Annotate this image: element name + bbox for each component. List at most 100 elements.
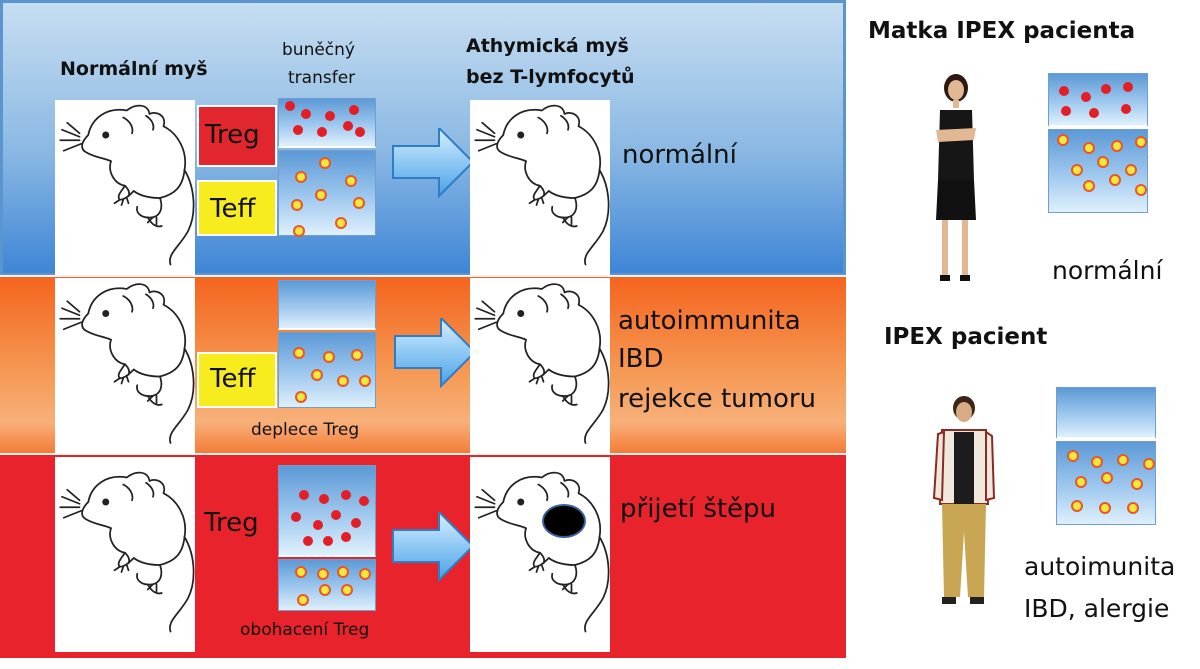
mouse-icon <box>59 283 195 444</box>
patient-result: autoimunita <box>1024 552 1176 581</box>
teff-cell-dot <box>1057 134 1069 146</box>
teff-cell-dot <box>1099 502 1111 514</box>
mother-treg-tube <box>1048 73 1148 127</box>
teff-cell-dot <box>317 568 329 580</box>
mouse-icon <box>59 104 195 266</box>
outcome-text: rejekce tumoru <box>618 384 817 414</box>
teff-cell-dot <box>335 217 347 229</box>
treg-cell-dot <box>285 101 295 111</box>
treg-cell-dot <box>1121 104 1131 114</box>
teff-cell-dot <box>1111 140 1123 152</box>
divider <box>0 275 846 277</box>
tumor-graft <box>542 504 586 538</box>
teff-cell-dot <box>359 375 371 387</box>
recipient-mouse <box>470 100 610 275</box>
teff-cell-dot <box>1109 174 1121 186</box>
teff-cell-dot <box>1071 164 1083 176</box>
teff-cell-dot <box>291 199 303 211</box>
treg-cell-dot <box>317 127 327 137</box>
mouse-icon <box>474 283 610 444</box>
recipient-mouse <box>470 457 610 652</box>
athymic-mouse-label: bez T-lymfocytů <box>466 66 635 88</box>
mouse-icon <box>474 104 610 266</box>
arrow-right-icon <box>392 512 474 581</box>
treg-cell-dot <box>355 127 365 137</box>
teff-cell-dot <box>1143 458 1155 470</box>
teff-cell-dot <box>1131 478 1143 490</box>
teff-cell-dot <box>319 584 331 596</box>
teff-tube <box>278 559 376 611</box>
treg-cell-dot <box>1101 84 1111 94</box>
treg-cell-dot <box>323 536 333 546</box>
cell-transfer-label: buněčný <box>282 40 355 60</box>
depleted-treg-tube <box>278 280 376 330</box>
patient-treg-tube <box>1056 387 1156 439</box>
enriched-treg-tube <box>278 465 376 557</box>
teff-tag <box>197 352 277 408</box>
teff-cell-dot <box>345 175 357 187</box>
mother-result: normální <box>1052 256 1163 285</box>
treg-tag <box>197 105 277 167</box>
caption-text: obohacení Treg <box>240 620 370 640</box>
treg-cell-dot <box>293 125 303 135</box>
donor-mouse <box>55 278 195 454</box>
mouse-icon <box>59 471 195 633</box>
teff-cell-dot <box>323 351 335 363</box>
teff-cell-dot <box>319 157 331 169</box>
teff-cell-dot <box>315 189 327 201</box>
donor-mouse <box>55 100 195 275</box>
recipient-mouse <box>470 278 610 454</box>
treg-cell-dot <box>1081 92 1091 102</box>
man-icon <box>932 396 996 604</box>
teff-cell-dot <box>337 566 349 578</box>
treg-cell-dot <box>343 121 353 131</box>
treg-cell-dot <box>313 520 323 530</box>
teff-tube <box>278 332 376 408</box>
divider <box>0 453 846 455</box>
teff-label: Teff <box>210 364 256 394</box>
teff-cell-dot <box>337 375 349 387</box>
teff-cell-dot <box>1097 156 1109 168</box>
teff-cell-dot <box>1091 456 1103 468</box>
treg-cell-dot <box>291 512 301 522</box>
treg-cell-dot <box>1061 106 1071 116</box>
treg-cell-dot <box>331 510 341 520</box>
teff-cell-dot <box>341 584 353 596</box>
treg-label: Treg <box>204 508 259 538</box>
caption-text: deplece Treg <box>251 420 360 440</box>
teff-cell-dot <box>295 391 307 403</box>
teff-tube <box>278 150 376 237</box>
mother-teff-tube <box>1048 129 1148 213</box>
treg-cell-dot <box>341 490 351 500</box>
outcome-text: normální <box>622 140 737 170</box>
teff-cell-dot <box>1083 142 1095 154</box>
treg-cell-dot <box>325 111 335 121</box>
teff-cell-dot <box>1067 450 1079 462</box>
teff-cell-dot <box>1127 502 1139 514</box>
normal-mouse-label: Normální myš <box>60 58 208 80</box>
treg-cell-dot <box>349 105 359 115</box>
teff-label: Teff <box>210 194 256 224</box>
treg-cell-dot <box>1123 82 1133 92</box>
treg-cell-dot <box>351 518 361 528</box>
teff-cell-dot <box>293 347 305 359</box>
treg-cell-dot <box>301 109 311 119</box>
teff-cell-dot <box>1125 164 1137 176</box>
teff-cell-dot <box>1075 476 1087 488</box>
patient-result: IBD, alergie <box>1024 594 1170 623</box>
arrow-right-icon <box>394 318 476 387</box>
athymic-mouse-label: Athymická myš <box>466 35 629 57</box>
teff-cell-dot <box>1101 472 1113 484</box>
mother-title: Matka IPEX pacienta <box>868 18 1136 44</box>
teff-cell-dot <box>295 566 307 578</box>
treg-cell-dot <box>1089 108 1099 118</box>
teff-cell-dot <box>1117 454 1129 466</box>
treg-cell-dot <box>359 496 369 506</box>
outcome-text: autoimmunita <box>618 306 801 336</box>
teff-cell-dot <box>359 568 371 580</box>
teff-cell-dot <box>297 594 309 606</box>
treg-cell-dot <box>319 494 329 504</box>
cell-transfer-label: transfer <box>288 68 356 88</box>
arrow-right-icon <box>392 128 474 197</box>
teff-cell-dot <box>293 225 305 237</box>
